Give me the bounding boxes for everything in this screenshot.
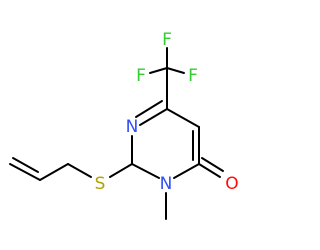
bonds	[9, 47, 224, 220]
bond-ch2-ch	[39, 163, 69, 181]
bond-c6-n1-a	[139, 108, 168, 126]
bond-cf3-f-right	[166, 67, 185, 74]
sulfur-label: S	[95, 174, 106, 194]
bond-s-ch2	[67, 163, 92, 178]
ring-nitrogen-label: N	[126, 117, 139, 137]
bond-c2-s	[109, 163, 133, 178]
fluorine-left-label: F	[136, 66, 146, 86]
oxygen-label: O	[225, 174, 238, 194]
molecule-structure: F F F N N S O	[9, 30, 239, 220]
bond-cf3-f-left	[149, 67, 168, 74]
fluorine-top-label: F	[162, 30, 172, 50]
bond-c4-o-a	[198, 163, 221, 178]
bond-ch-ch2-a	[9, 163, 41, 181]
methyl-nitrogen-label: N	[160, 174, 173, 194]
bond-c2-n3	[131, 163, 160, 179]
bond-c6-n1-b	[135, 100, 163, 118]
bond-ch-ch2-b	[12, 157, 39, 173]
bond-c4-o-b	[201, 157, 224, 172]
bond-c6-c5	[166, 108, 200, 128]
fluorine-right-label: F	[188, 66, 198, 86]
atom-labels: F F F N N S O	[95, 30, 239, 194]
bond-n3-c4	[173, 163, 200, 179]
